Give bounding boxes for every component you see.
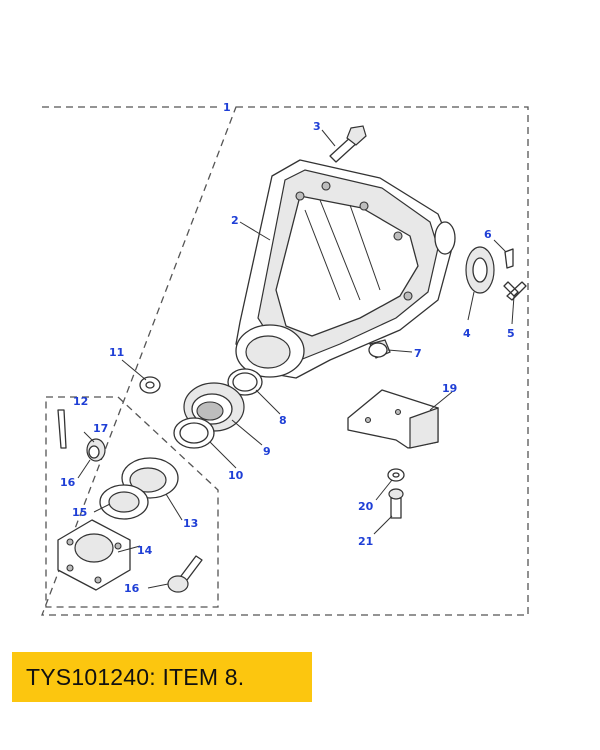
shim-part-10 — [173, 417, 215, 449]
bolt-part-21 — [388, 488, 404, 519]
leader-lines — [77, 129, 515, 589]
callout-6: 6 — [484, 228, 492, 241]
callout-12: 12 — [73, 395, 88, 408]
callout-4: 4 — [463, 327, 471, 340]
deflector-part-15 — [99, 484, 149, 520]
washer-part-11 — [139, 376, 161, 394]
part-caption-banner: TYS101240: ITEM 8. — [12, 652, 312, 702]
callout-9: 9 — [263, 445, 271, 458]
splitpin-part-12 — [57, 409, 67, 449]
callout-14: 14 — [137, 544, 153, 557]
differential-housing-part-2 — [235, 159, 456, 379]
bolt-part-16 — [167, 555, 203, 593]
oring-part-8 — [227, 368, 263, 396]
callout-1: 1 — [223, 101, 231, 114]
callout-7: 7 — [414, 347, 422, 360]
callout-16-upper: 16 — [60, 476, 76, 489]
washer-part-20 — [387, 468, 405, 482]
gear-part-4 — [465, 246, 495, 294]
callout-8: 8 — [279, 414, 287, 427]
callout-17: 17 — [93, 422, 108, 435]
nut-part-17 — [86, 438, 106, 462]
subkit-boundary — [45, 396, 219, 608]
plug-part-7 — [368, 339, 391, 359]
callout-3: 3 — [313, 120, 321, 133]
part-caption-text: TYS101240: ITEM 8. — [26, 663, 245, 690]
key-part-5 — [503, 281, 527, 301]
kit-boundary — [41, 106, 529, 616]
callout-20: 20 — [358, 500, 374, 513]
flange-part-14 — [57, 519, 131, 591]
callout-15: 15 — [72, 506, 87, 519]
callout-5: 5 — [507, 327, 515, 340]
callout-13: 13 — [183, 517, 198, 530]
callout-10: 10 — [228, 469, 244, 482]
callout-labels: 1 2 3 4 5 6 7 8 9 10 11 12 13 14 15 16 1… — [60, 101, 515, 595]
callout-21: 21 — [358, 535, 373, 548]
bolt-part-3 — [329, 125, 367, 163]
bracket-part-19 — [347, 389, 439, 449]
callout-2: 2 — [231, 214, 239, 227]
pin-part-6 — [504, 248, 514, 269]
callout-19: 19 — [442, 382, 457, 395]
callout-11: 11 — [109, 346, 124, 359]
callout-16-lower: 16 — [124, 582, 140, 595]
